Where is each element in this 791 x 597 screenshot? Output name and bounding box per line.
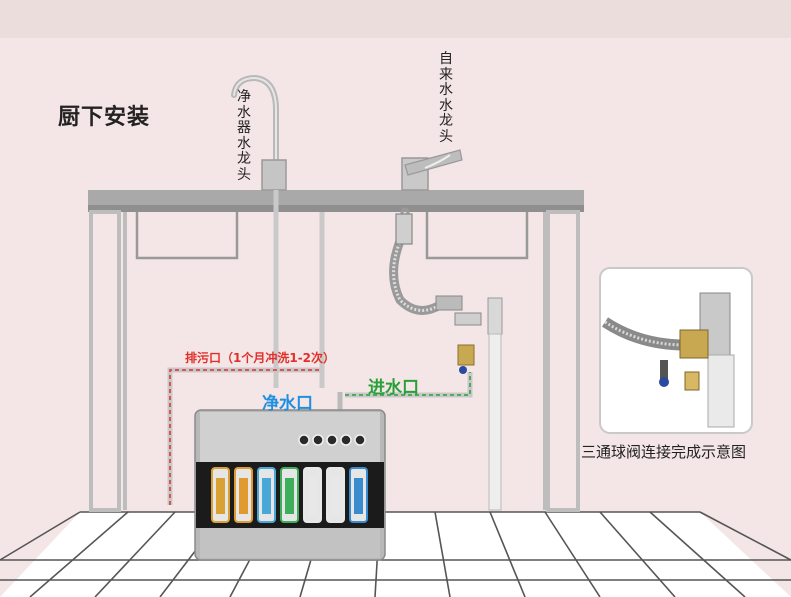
filter-core (285, 478, 294, 514)
panel-button (313, 435, 323, 445)
flex-hose (394, 212, 481, 325)
tap-faucet (402, 150, 462, 190)
label-purifier-faucet: 净水器水龙头 (236, 90, 252, 183)
filter-core (331, 478, 340, 514)
tee-ball-valve (458, 298, 502, 510)
label-clean-water-port: 净水口 (262, 389, 313, 414)
inset-caption: 三通球阀连接完成示意图 (581, 441, 746, 462)
top-band (0, 0, 791, 38)
panel-button (341, 435, 351, 445)
filter-core (308, 478, 317, 514)
filter-core (354, 478, 363, 514)
panel-button (355, 435, 365, 445)
filter-core (262, 478, 271, 514)
label-inlet-port: 进水口 (368, 373, 419, 398)
page-title: 厨下安装 (58, 99, 150, 131)
inset-panel (600, 268, 752, 433)
floor (0, 512, 791, 597)
label-drain-port: 排污口（1个月冲洗1-2次） (185, 349, 335, 366)
panel-button (327, 435, 337, 445)
filter-core (216, 478, 225, 514)
filter-core (239, 478, 248, 514)
panel-button (299, 435, 309, 445)
water-purifier-unit (195, 410, 385, 560)
label-tap-faucet: 自来水水龙头 (438, 52, 454, 145)
